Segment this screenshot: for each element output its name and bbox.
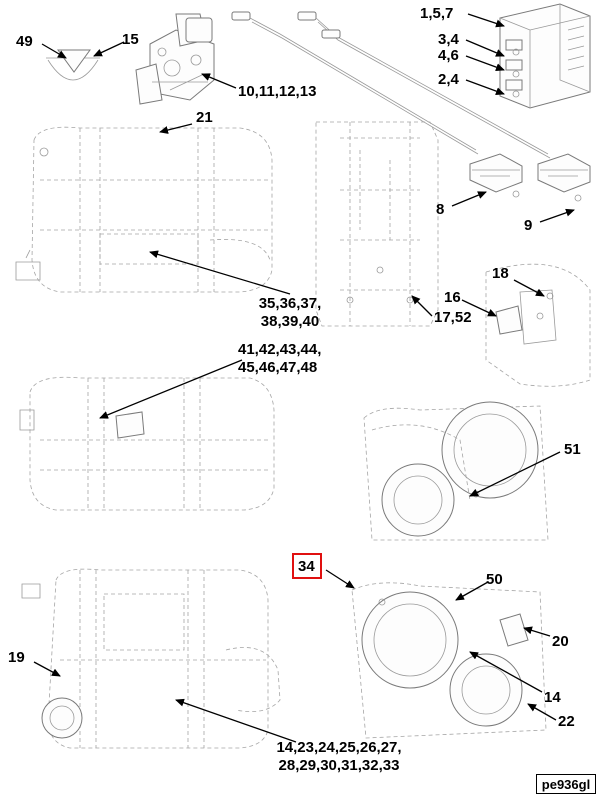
- tank-cutaway-drawing: [315, 121, 439, 327]
- tank-view-middle-drawing: [19, 376, 275, 511]
- leader-lines: [33, 13, 575, 743]
- sensor-module-9-drawing: [537, 153, 591, 202]
- tank-view-top-drawing: [15, 126, 273, 293]
- callout-2-4: 2,4: [438, 71, 459, 88]
- reference-code: pe936gl: [536, 774, 596, 794]
- callout-17-52: 17,52: [434, 309, 472, 326]
- callout-1-5-7: 1,5,7: [420, 5, 454, 22]
- callout-14-27: 14,23,24,25,26,27,: [276, 739, 402, 756]
- callout-3-4: 3,4: [438, 31, 459, 48]
- callout-51: 51: [564, 441, 581, 458]
- callout-8: 8: [436, 201, 445, 218]
- callout-34: 34: [298, 558, 315, 575]
- callout-16: 16: [444, 289, 461, 306]
- callout-21: 21: [196, 109, 213, 126]
- wheel-housing-lower-drawing: [351, 582, 547, 739]
- callout-9: 9: [524, 217, 533, 234]
- callout-28-33: 28,29,30,31,32,33: [278, 757, 400, 774]
- sensor-cables-drawing: [231, 11, 551, 159]
- callout-38-40: 38,39,40: [260, 313, 320, 330]
- callout-34-highlight-box: [292, 553, 322, 579]
- callout-35-37: 35,36,37,: [258, 295, 322, 312]
- callout-41-44: 41,42,43,44,: [238, 341, 322, 358]
- callout-4-6: 4,6: [438, 47, 459, 64]
- callout-15: 15: [122, 31, 139, 48]
- callout-14: 14: [544, 689, 561, 706]
- callout-22: 22: [558, 713, 575, 730]
- control-module-drawing: [499, 3, 591, 109]
- callout-50: 50: [486, 571, 503, 588]
- valve-assembly-drawing: [135, 13, 215, 105]
- callout-49: 49: [16, 33, 33, 50]
- sensor-module-8-drawing: [469, 153, 523, 198]
- funnel-part-drawing: [46, 49, 100, 81]
- callout-18: 18: [492, 265, 509, 282]
- callout-45-48: 45,46,47,48: [238, 359, 318, 376]
- callout-19: 19: [8, 649, 25, 666]
- tank-view-bottom-drawing: [21, 568, 281, 749]
- callout-20: 20: [552, 633, 569, 650]
- callout-10-13: 10,11,12,13: [238, 83, 317, 100]
